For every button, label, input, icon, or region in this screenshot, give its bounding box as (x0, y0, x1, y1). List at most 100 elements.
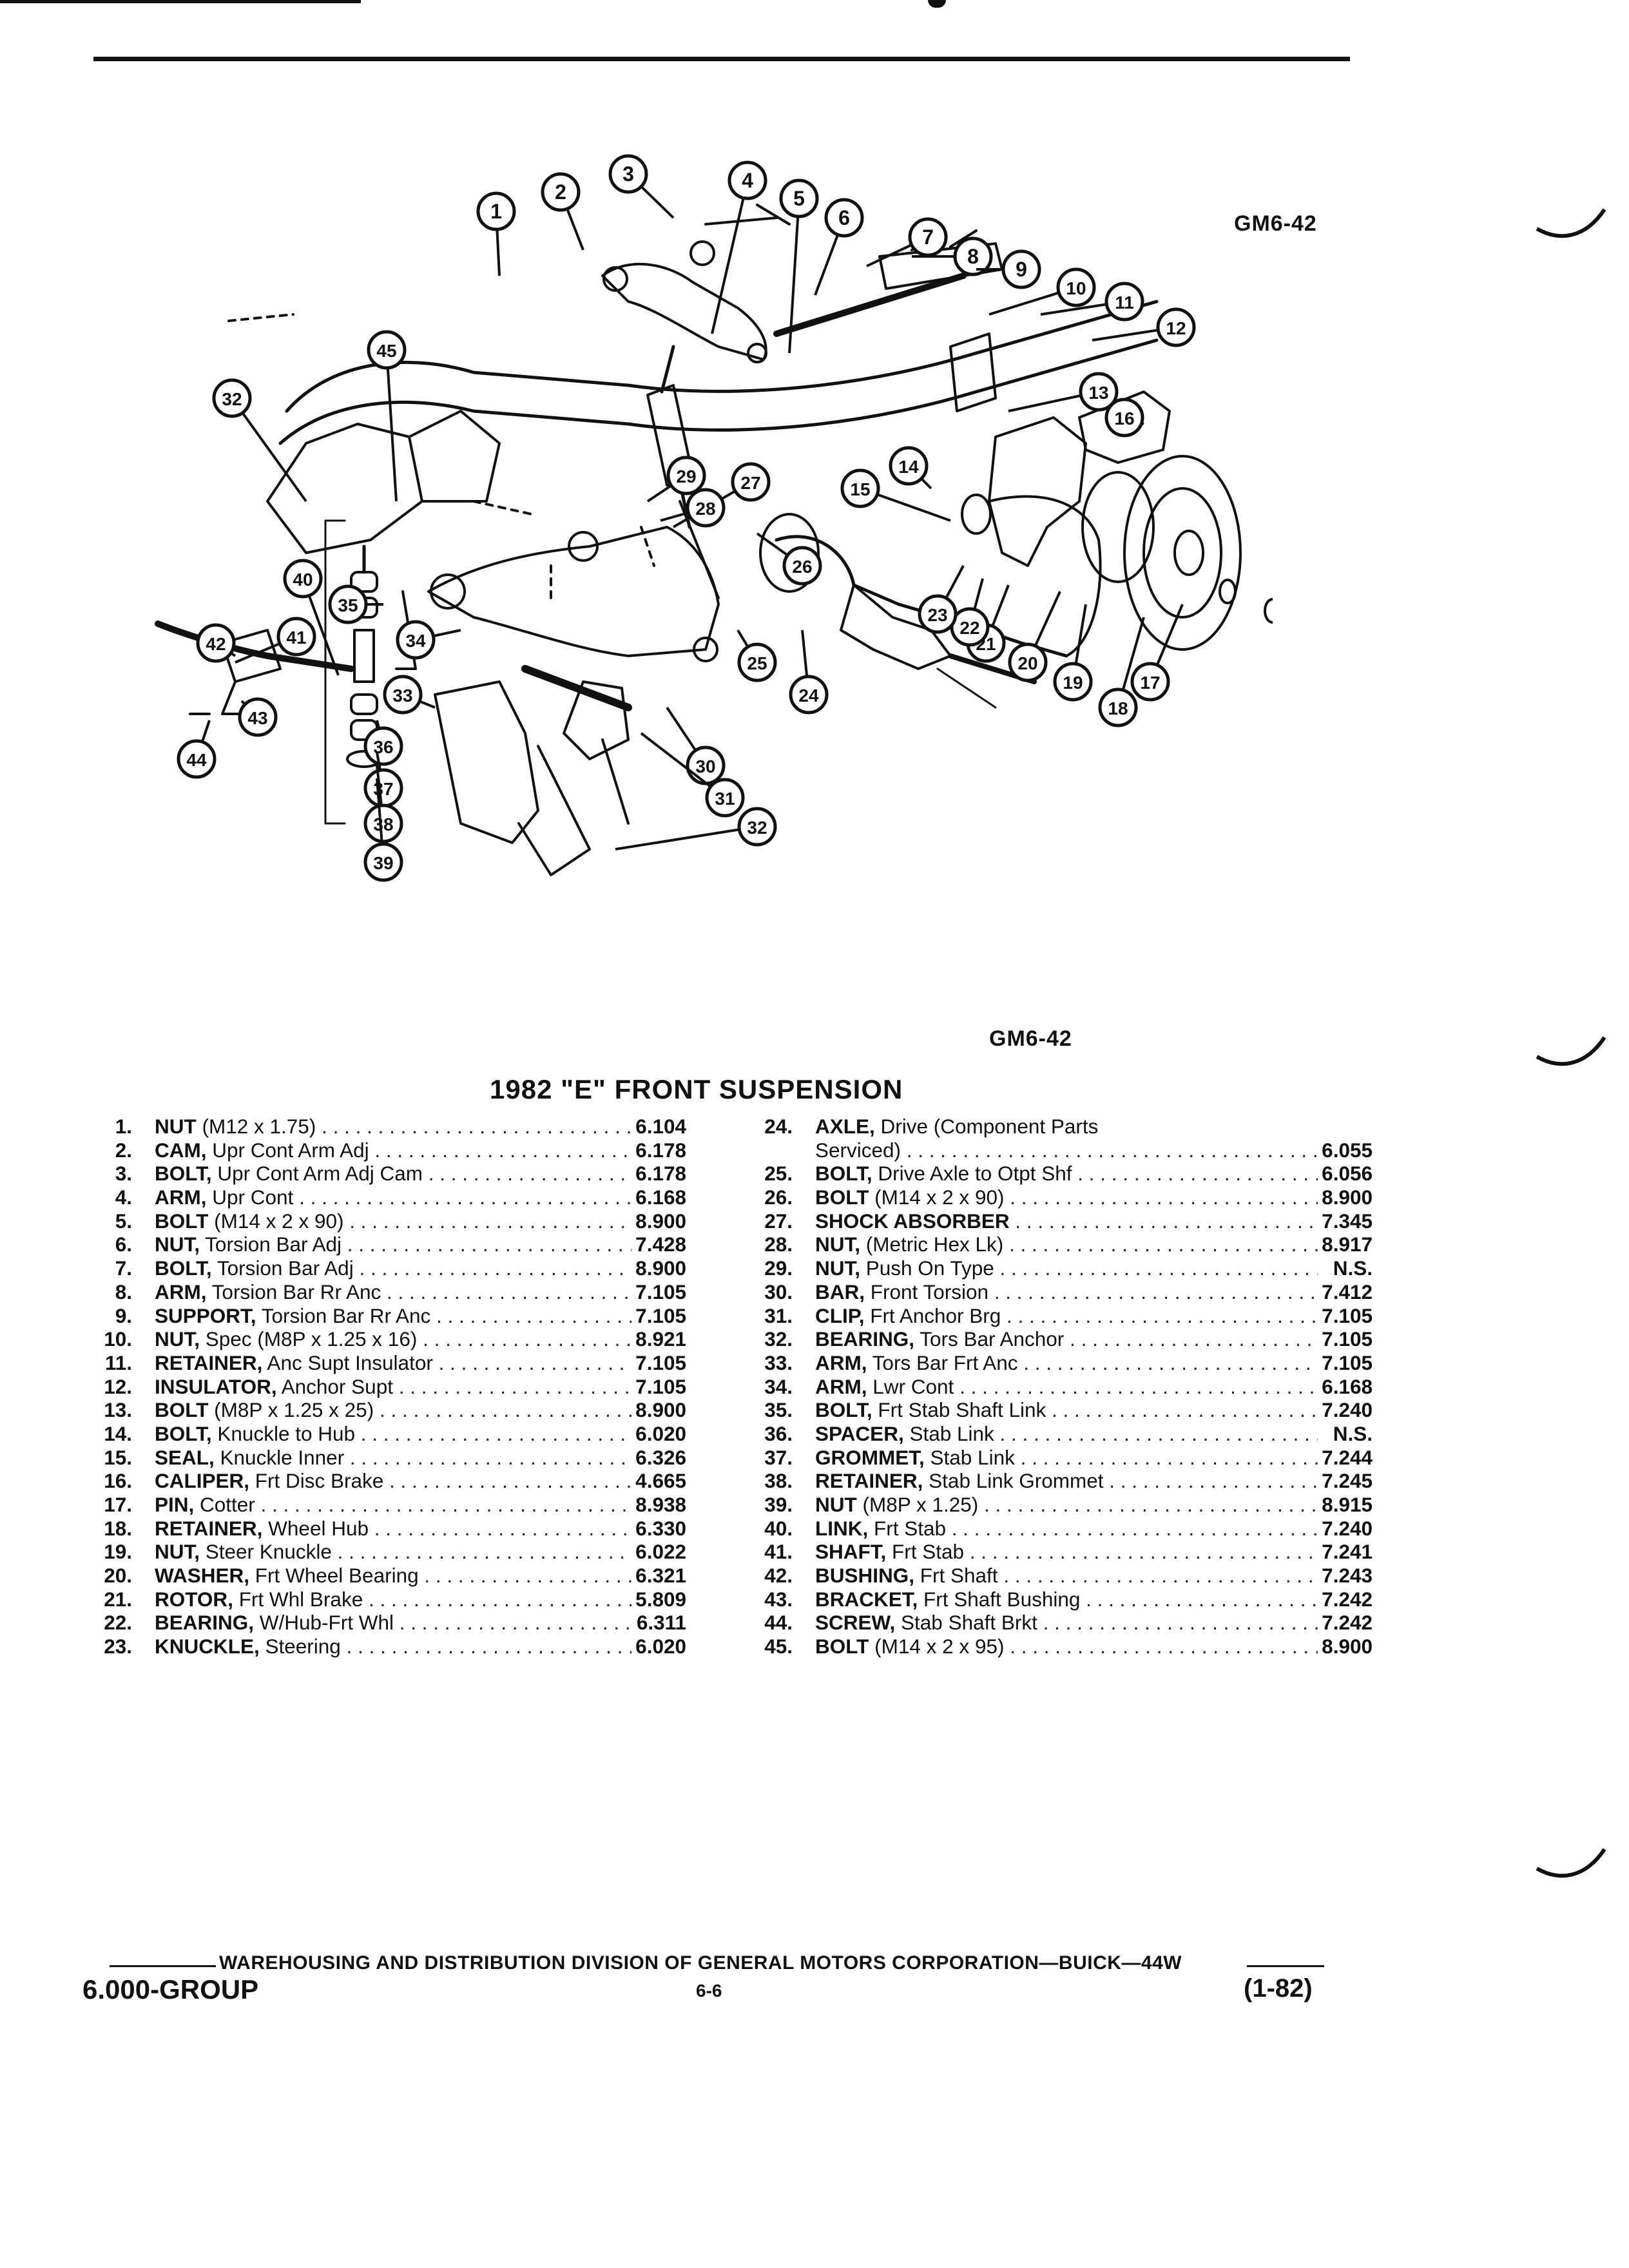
leader-dots: . . . . . . . . . . . . . . . . . . . . … (368, 1587, 631, 1611)
callout-circle (731, 462, 771, 502)
part-description: BAR, Front Torsion . . . . . . . . . . .… (815, 1280, 1318, 1304)
callout-number: 24 (798, 686, 819, 706)
callout-circle (276, 617, 316, 657)
part-name: RETAINER, (155, 1350, 263, 1374)
part-spec: Frt Shaft Bushing (918, 1587, 1081, 1611)
part-reference: 7.105 (635, 1303, 686, 1327)
part-spec: (M14 x 2 x 90) (208, 1209, 344, 1233)
part-spec: Lwr Cont (867, 1374, 954, 1398)
leader-dots: . . . . . . . . . . . . . . . . . . . . … (999, 1256, 1318, 1280)
part-reference: 7.242 (1322, 1611, 1373, 1635)
part-number: 23. (104, 1635, 132, 1658)
callout-number: 7 (922, 226, 934, 249)
leader-dots: . . . . . . . . . . . . . . . . . . . . … (1052, 1398, 1318, 1422)
callout-circle (1079, 372, 1119, 412)
part-name: BUSHING, (815, 1564, 915, 1588)
part-name: BOLT, (815, 1162, 872, 1186)
part-description: NUT, Steer Knuckle . . . . . . . . . . .… (155, 1540, 631, 1564)
part-name: RETAINER, (155, 1516, 263, 1540)
part-row: 27. SHOCK ABSORBER . . . . . . . . . . . … (722, 1209, 1373, 1233)
footer-division: WAREHOUSING AND DISTRIBUTION DIVISION OF… (219, 1952, 1182, 1974)
callout-41: 41 (235, 617, 316, 664)
part-description: CLIP, Frt Anchor Brg . . . . . . . . . .… (815, 1304, 1318, 1328)
margin-tick-mark-3 (1536, 1848, 1606, 1878)
callout-27: 27 (672, 462, 771, 528)
part-name: ARM, (815, 1350, 867, 1374)
part-row: 15.SEAL, Knuckle Inner . . . . . . . . .… (61, 1446, 699, 1470)
part-row: 9.SUPPORT, Torsion Bar Rr Anc . . . . . … (61, 1304, 699, 1328)
part-description: NUT, Push On Type . . . . . . . . . . . … (815, 1256, 1318, 1280)
part-description: BOLT (M8P x 1.25 x 25) . . . . . . . . .… (155, 1398, 631, 1422)
part-name: AXLE, (815, 1115, 875, 1138)
callout-8: 8 (912, 236, 993, 276)
part-row: 32.BEARING, Tors Bar Anchor . . . . . . … (722, 1327, 1373, 1351)
callout-18: 18 (1098, 617, 1145, 727)
callout-11: 11 (1040, 282, 1144, 322)
part-row: 23. KNUCKLE, Steering . . . . . . . . . .… (61, 1635, 699, 1658)
part-name: NUT (155, 1115, 197, 1138)
part-description: CAM, Upr Cont Arm Adj . . . . . . . . . … (155, 1139, 631, 1162)
part-number: 5. (115, 1209, 132, 1233)
part-number: 11. (104, 1350, 132, 1374)
callout-number: 35 (338, 595, 358, 615)
part-number: 3. (115, 1162, 132, 1186)
part-spec: Upr Cont Arm Adj Cam (211, 1162, 423, 1186)
part-spec: Torsion Bar Adj (211, 1256, 354, 1280)
part-row: 39.NUT (M8P x 1.25) . . . . . . . . . . … (722, 1493, 1373, 1517)
page-number: 6-6 (696, 1981, 722, 2001)
part-row: 13.BOLT (M8P x 1.25 x 25) . . . . . . . … (61, 1398, 699, 1422)
callout-leader (788, 198, 800, 354)
part-name: ARM, (815, 1374, 867, 1398)
part-row: 40.LINK, Frt Stab . . . . . . . . . . . … (722, 1517, 1373, 1541)
part-reference: 6.022 (635, 1540, 686, 1564)
part-name: BOLT, (815, 1398, 872, 1422)
part-number: 17. (104, 1493, 132, 1516)
leader-dots: . . . . . . . . . . . . . . . . . . . . … (399, 1611, 631, 1635)
leader-dots: . . . . . . . . . . . . . . . . . . . . … (436, 1303, 631, 1327)
part-spec: Tors Bar Frt Anc (867, 1350, 1018, 1374)
part-number: 22. (104, 1611, 132, 1635)
callout-number: 43 (247, 708, 267, 728)
part-reference: 8.900 (635, 1209, 686, 1233)
part-number: 27. (764, 1209, 793, 1233)
part-description: SHOCK ABSORBER . . . . . . . . . . . . .… (815, 1209, 1318, 1233)
leader-dots: . . . . . . . . . . . . . . . . . . . . … (994, 1280, 1318, 1303)
callout-circle (1053, 662, 1093, 702)
part-spec: (M8P x 1.25 x 25) (208, 1398, 374, 1422)
part-reference: 7.241 (1322, 1540, 1373, 1564)
callout-15: 15 (840, 468, 951, 522)
callout-number: 17 (1140, 673, 1160, 693)
leader-dots: . . . . . . . . . . . . . . . . . . . . … (360, 1421, 631, 1445)
part-row: 41.SHAFT, Frt Stab . . . . . . . . . . .… (722, 1540, 1373, 1564)
part-name: RETAINER, (815, 1469, 923, 1493)
callout-23: 23 (918, 565, 965, 634)
part-description: BOLT, Drive Axle to Otpt Shf . . . . . .… (815, 1162, 1318, 1186)
part-description: RETAINER, Anc Supt Insulator . . . . . .… (155, 1351, 631, 1375)
callout-leader (385, 349, 398, 502)
part-number: 9. (115, 1303, 132, 1327)
part-spec: Frt Stab (886, 1540, 965, 1564)
part-description: ARM, Torsion Bar Rr Anc . . . . . . . . … (155, 1280, 631, 1304)
part-name: SPACER, (815, 1421, 904, 1445)
part-row: 18.RETAINER, Wheel Hub . . . . . . . . .… (61, 1517, 699, 1541)
part-spec: Stab Link Grommet (923, 1469, 1104, 1493)
part-description: GROMMET, Stab Link . . . . . . . . . . .… (815, 1446, 1318, 1470)
callout-circle (779, 178, 819, 218)
part-description: SHAFT, Frt Stab . . . . . . . . . . . . … (815, 1540, 1318, 1564)
leader-dots: . . . . . . . . . . . . . . . . . . . . … (1109, 1469, 1318, 1493)
callout-number: 12 (1166, 318, 1186, 338)
callout-number: 29 (676, 466, 696, 486)
callout-45: 45 (367, 330, 407, 502)
callout-circle (728, 160, 767, 200)
leader-dots: . . . . . . . . . . . . . . . . . . . . … (424, 1564, 631, 1588)
part-spec: Torsion Bar Adj (200, 1233, 342, 1256)
part-name: ROTOR, (155, 1587, 233, 1611)
part-description: KNUCKLE, Steering . . . . . . . . . . . … (155, 1635, 631, 1658)
callout-9: 9 (976, 249, 1041, 289)
part-row: 37.GROMMET, Stab Link . . . . . . . . . … (722, 1446, 1373, 1470)
top-edge-mark (928, 0, 946, 8)
callout-10: 10 (988, 267, 1096, 316)
leader-dots: . . . . . . . . . . . . . . . . . . . . … (349, 1209, 631, 1233)
callout-circle (196, 623, 236, 663)
